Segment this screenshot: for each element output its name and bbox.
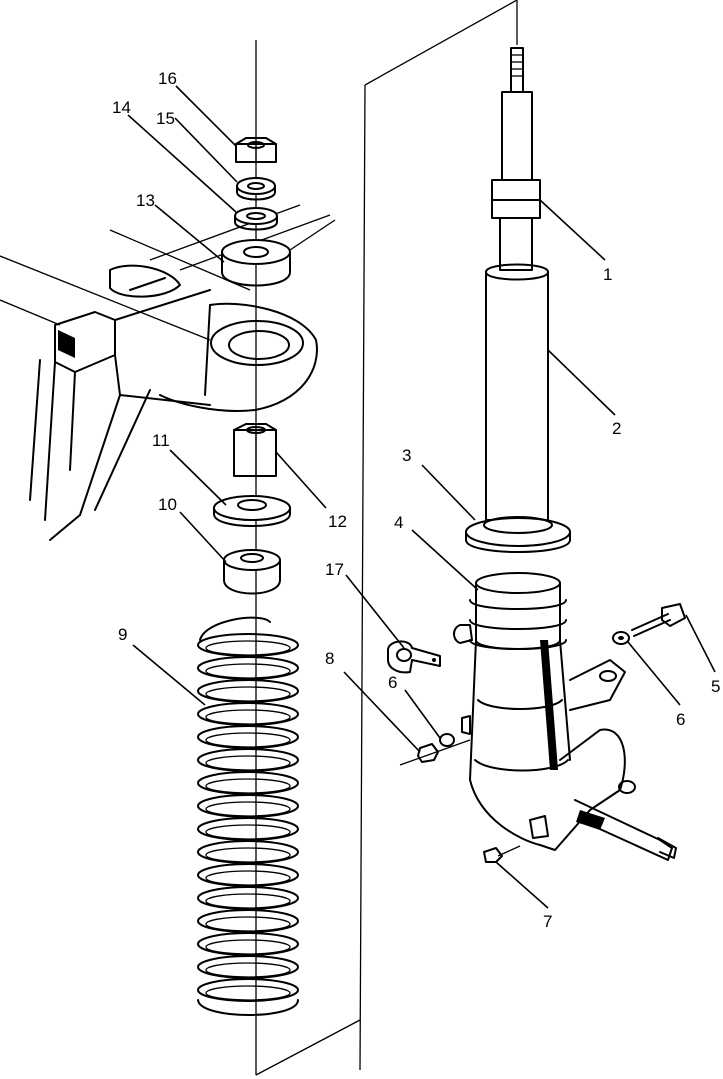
spring-coil-inner xyxy=(205,778,291,794)
callout-12: 12 xyxy=(328,512,347,531)
spring-coil-outer xyxy=(197,932,299,956)
washer-6-left xyxy=(439,733,455,747)
spring-coil-outer xyxy=(197,702,299,726)
callout-5: 5 xyxy=(711,677,720,696)
spring-coil-outer xyxy=(197,978,299,1002)
callout-3: 3 xyxy=(402,446,411,465)
callout-17: 17 xyxy=(325,560,344,579)
spring-coil-inner xyxy=(205,824,291,840)
spring-coil-inner xyxy=(205,870,291,886)
nut-16 xyxy=(235,137,277,163)
shock-absorber xyxy=(485,47,549,521)
bushing-13 xyxy=(221,239,291,287)
spring-coil-inner xyxy=(205,686,291,702)
washer-15 xyxy=(236,177,276,201)
callout-15: 15 xyxy=(156,109,175,128)
spring-coil-outer xyxy=(197,794,299,818)
spring-coil-outer xyxy=(197,725,299,749)
spring-coil-inner xyxy=(205,985,291,1001)
spring-coil-inner xyxy=(205,732,291,748)
strut-housing xyxy=(453,572,677,861)
frame-crossmember xyxy=(0,204,336,541)
callout-6-right: 6 xyxy=(676,710,685,729)
spring-coil-inner xyxy=(205,962,291,978)
spring-coil-outer xyxy=(197,909,299,933)
callout-4: 4 xyxy=(394,513,403,532)
spring-coil-inner xyxy=(205,916,291,932)
spring-coil-inner xyxy=(205,663,291,679)
spring-coil-inner xyxy=(205,939,291,955)
spacer-nut-12 xyxy=(233,423,277,477)
washer-14 xyxy=(234,207,278,231)
washer-6-right xyxy=(612,631,630,645)
spring-coil-outer xyxy=(197,771,299,795)
washer-11 xyxy=(213,495,291,527)
callout-numbers: 1 2 3 4 5 6 6 7 8 9 10 11 12 13 14 15 16… xyxy=(112,69,720,931)
spring-coil-inner xyxy=(205,847,291,863)
nut-8 xyxy=(417,743,439,763)
spring-coil-outer xyxy=(197,863,299,887)
callout-8: 8 xyxy=(325,649,334,668)
spring-coil-outer xyxy=(197,886,299,910)
spring-coil-inner xyxy=(205,709,291,725)
spring-coil-outer xyxy=(197,633,299,657)
callout-7: 7 xyxy=(543,912,552,931)
bolt-5 xyxy=(631,603,686,637)
spring-coil-outer xyxy=(197,748,299,772)
spring-coil-inner xyxy=(205,801,291,817)
callout-13: 13 xyxy=(136,191,155,210)
callout-1: 1 xyxy=(603,265,612,284)
spring-bottom-end xyxy=(197,999,299,1016)
callout-6-left: 6 xyxy=(388,673,397,692)
spring-coil-outer xyxy=(197,656,299,680)
spring-coil-outer xyxy=(197,817,299,841)
callout-16: 16 xyxy=(158,69,177,88)
spring-coil-inner xyxy=(205,893,291,909)
clamp-17 xyxy=(387,640,441,674)
spring-coil-outer xyxy=(197,955,299,979)
spring-top-end xyxy=(199,616,271,641)
spring-coil-inner xyxy=(205,640,291,656)
spring-coil-outer xyxy=(197,840,299,864)
callout-11: 11 xyxy=(152,431,170,450)
callout-2: 2 xyxy=(612,419,621,438)
spring-coil-outer xyxy=(197,679,299,703)
callout-14: 14 xyxy=(112,98,131,117)
coil-spring xyxy=(197,616,299,1016)
callout-10: 10 xyxy=(158,495,177,514)
spring-coil-inner xyxy=(205,755,291,771)
bushing-10 xyxy=(223,549,281,595)
spring-seat xyxy=(465,516,571,553)
callout-9: 9 xyxy=(118,625,127,644)
leader-lines xyxy=(127,85,716,909)
bolt-7 xyxy=(483,845,521,863)
